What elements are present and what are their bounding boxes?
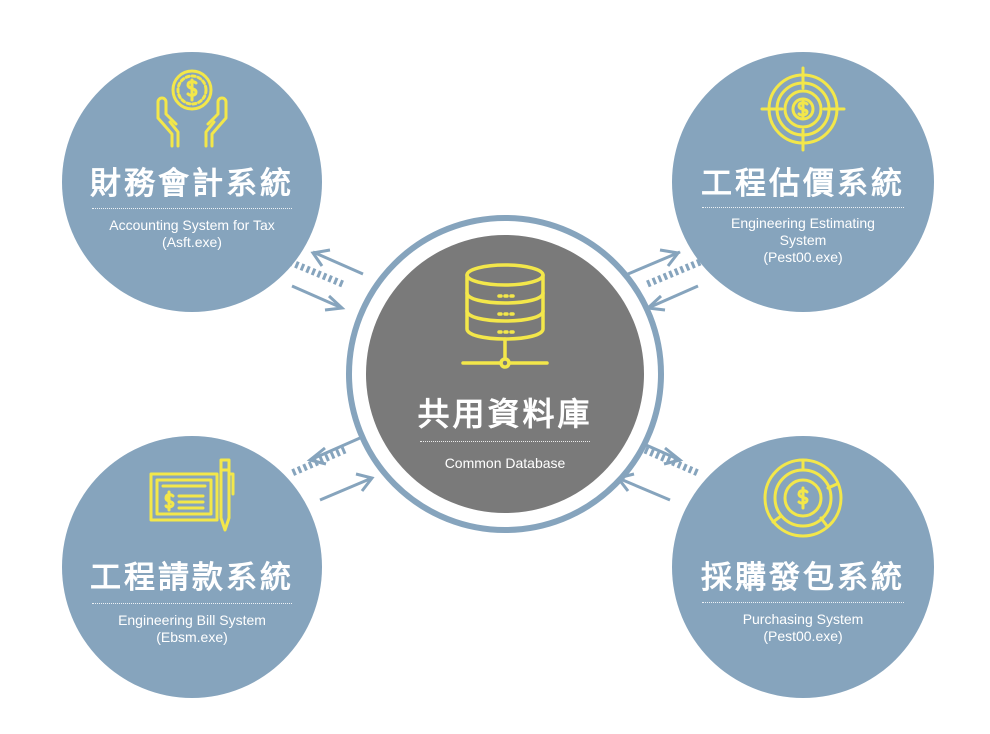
estimating-subtitle-line1: Engineering Estimating — [731, 215, 875, 231]
arrow-estimating-database — [627, 248, 702, 312]
purchasing-system-node: 採購發包系統 Purchasing System (Pest00.exe) — [672, 436, 934, 698]
estimating-title: 工程估價系統 — [701, 166, 905, 202]
database-title: 共用資料庫 — [417, 395, 593, 433]
estimating-subtitle-line3: (Pest00.exe) — [763, 249, 843, 265]
accounting-subtitle-line2: (Asft.exe) — [162, 234, 222, 250]
billing-subtitle-line1: Engineering Bill System — [118, 612, 266, 628]
hands-coin-icon — [156, 69, 228, 148]
billing-title: 工程請款系統 — [90, 560, 294, 596]
arrow-accounting-database — [288, 248, 364, 312]
purchasing-title: 採購發包系統 — [701, 560, 905, 596]
database-subtitle: Common Database — [444, 455, 566, 471]
check-pen-icon — [149, 458, 235, 532]
accounting-system-node: 財務會計系統 Accounting System for Tax (Asft.e… — [62, 52, 322, 312]
target-dollar-icon — [760, 66, 846, 152]
purchasing-subtitle-line2: (Pest00.exe) — [763, 628, 843, 644]
billing-system-node: 工程請款系統 Engineering Bill System (Ebsm.exe… — [62, 436, 322, 698]
database-separator — [420, 441, 590, 442]
common-database-node: 共用資料庫 Common Database — [366, 235, 644, 513]
purchasing-separator — [702, 602, 904, 603]
estimating-system-node: 工程估價系統 Engineering Estimating System (Pe… — [672, 52, 934, 312]
accounting-separator — [92, 208, 292, 209]
coin-cycle-icon — [763, 458, 843, 538]
estimating-subtitle-line2: System — [779, 232, 827, 248]
accounting-title: 財務會計系統 — [90, 166, 294, 202]
purchasing-subtitle-line1: Purchasing System — [742, 611, 864, 627]
billing-separator — [92, 603, 292, 604]
accounting-subtitle-line1: Accounting System for Tax — [109, 217, 275, 233]
billing-subtitle-line2: (Ebsm.exe) — [156, 629, 228, 645]
arrow-billing-database — [290, 436, 375, 502]
estimating-separator — [702, 207, 904, 208]
database-server-icon — [461, 263, 549, 369]
